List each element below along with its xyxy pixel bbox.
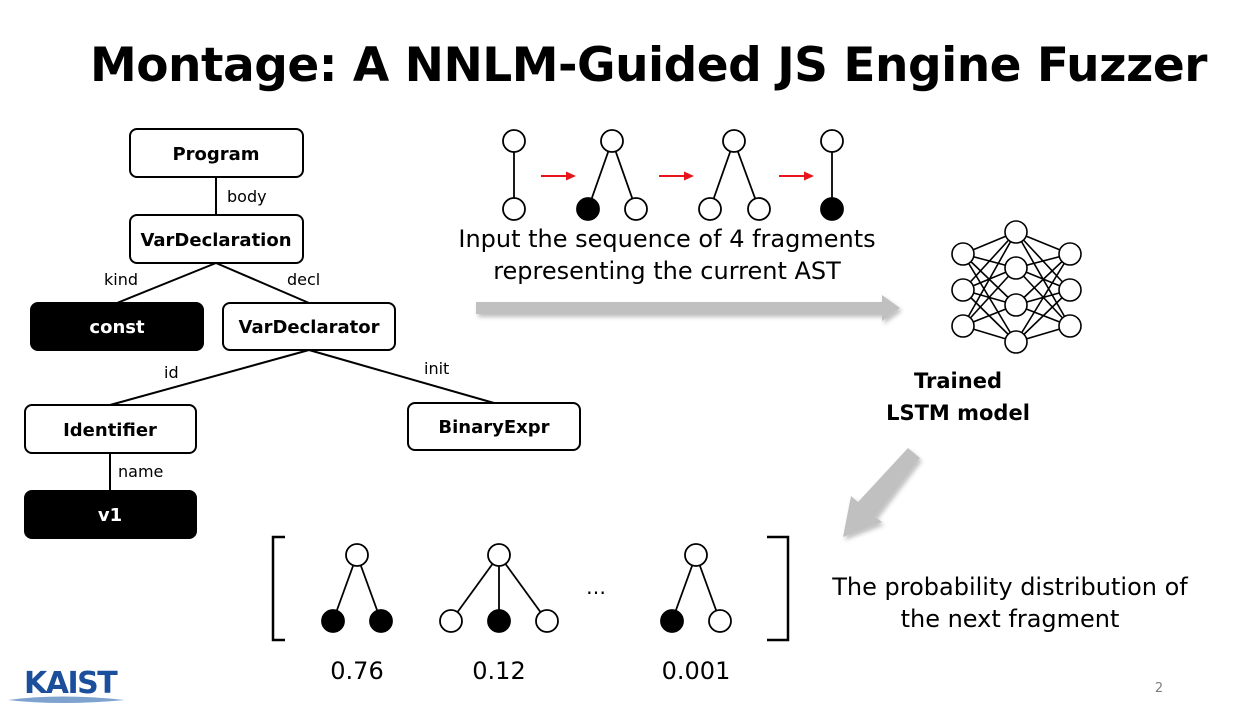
edge-label-id: id [164, 363, 179, 382]
flow-arrow-right-icon [476, 295, 900, 321]
ast-node-v1: v1 [24, 490, 197, 539]
svg-text:Identifier: Identifier [63, 420, 157, 441]
candidate-fragment-1 [321, 543, 393, 633]
input-caption-line2: representing the current AST [493, 257, 841, 285]
edge-label-decl: decl [287, 270, 320, 289]
ast-node-identifier: Identifier [24, 404, 197, 454]
red-arrow-icon [659, 171, 694, 181]
ast-node-binary-expr: BinaryExpr [407, 402, 581, 451]
candidate-fragment-3 [660, 543, 732, 633]
model-label-line1: Trained [914, 369, 1002, 393]
slide-title: Montage: A NNLM-Guided JS Engine Fuzzer [90, 38, 1207, 93]
fragment-sequence [502, 129, 844, 221]
svg-text:Program: Program [172, 144, 259, 165]
sequence-fragment-2 [576, 129, 648, 221]
sequence-arrows [541, 171, 814, 181]
ast-edge-decl [215, 262, 310, 304]
page-number: 2 [1155, 681, 1163, 696]
probability-1: 0.76 [330, 657, 383, 685]
output-caption-line1: The probability distribution of [831, 573, 1188, 601]
left-bracket [271, 535, 285, 642]
red-arrow-icon [541, 171, 576, 181]
sequence-fragment-3 [698, 129, 771, 221]
ast-edge-id [109, 349, 310, 406]
probability-3: 0.001 [662, 657, 731, 685]
right-bracket [767, 535, 790, 642]
logo-swoosh-icon [8, 696, 125, 703]
output-distribution: … 0.76 0.12 0.001 [271, 535, 790, 685]
ast-edge-init [308, 349, 495, 404]
probability-2: 0.12 [472, 657, 525, 685]
ast-node-var-declarator: VarDeclarator [222, 302, 396, 351]
sequence-fragment-4 [820, 129, 844, 221]
model-label-line2: LSTM model [886, 401, 1030, 425]
svg-text:v1: v1 [98, 505, 122, 526]
svg-text:VarDeclaration: VarDeclaration [140, 230, 291, 251]
kaist-logo: KAIST [8, 666, 125, 703]
ast-tree: body kind decl id init name Program VarD… [24, 128, 581, 539]
output-caption-line2: the next fragment [901, 605, 1120, 633]
ast-node-const: const [30, 302, 204, 351]
flow-arrow-down-left-icon [843, 448, 920, 537]
ast-node-var-declaration: VarDeclaration [129, 214, 304, 264]
sequence-fragment-1 [502, 129, 526, 221]
ast-edge-kind [116, 262, 217, 304]
ellipsis: … [586, 575, 606, 599]
svg-text:const: const [89, 317, 145, 338]
red-arrow-icon [779, 171, 814, 181]
svg-text:VarDeclarator: VarDeclarator [239, 317, 380, 338]
edge-label-kind: kind [104, 270, 138, 289]
edge-label-init: init [424, 359, 449, 378]
svg-text:BinaryExpr: BinaryExpr [438, 417, 549, 438]
neural-network-icon [951, 220, 1082, 354]
input-caption-line1: Input the sequence of 4 fragments [458, 225, 875, 253]
candidate-fragment-2 [439, 543, 559, 633]
svg-text:KAIST: KAIST [24, 666, 118, 701]
ast-node-program: Program [129, 128, 304, 178]
edge-label-body: body [227, 187, 267, 206]
edge-label-name: name [118, 462, 163, 481]
